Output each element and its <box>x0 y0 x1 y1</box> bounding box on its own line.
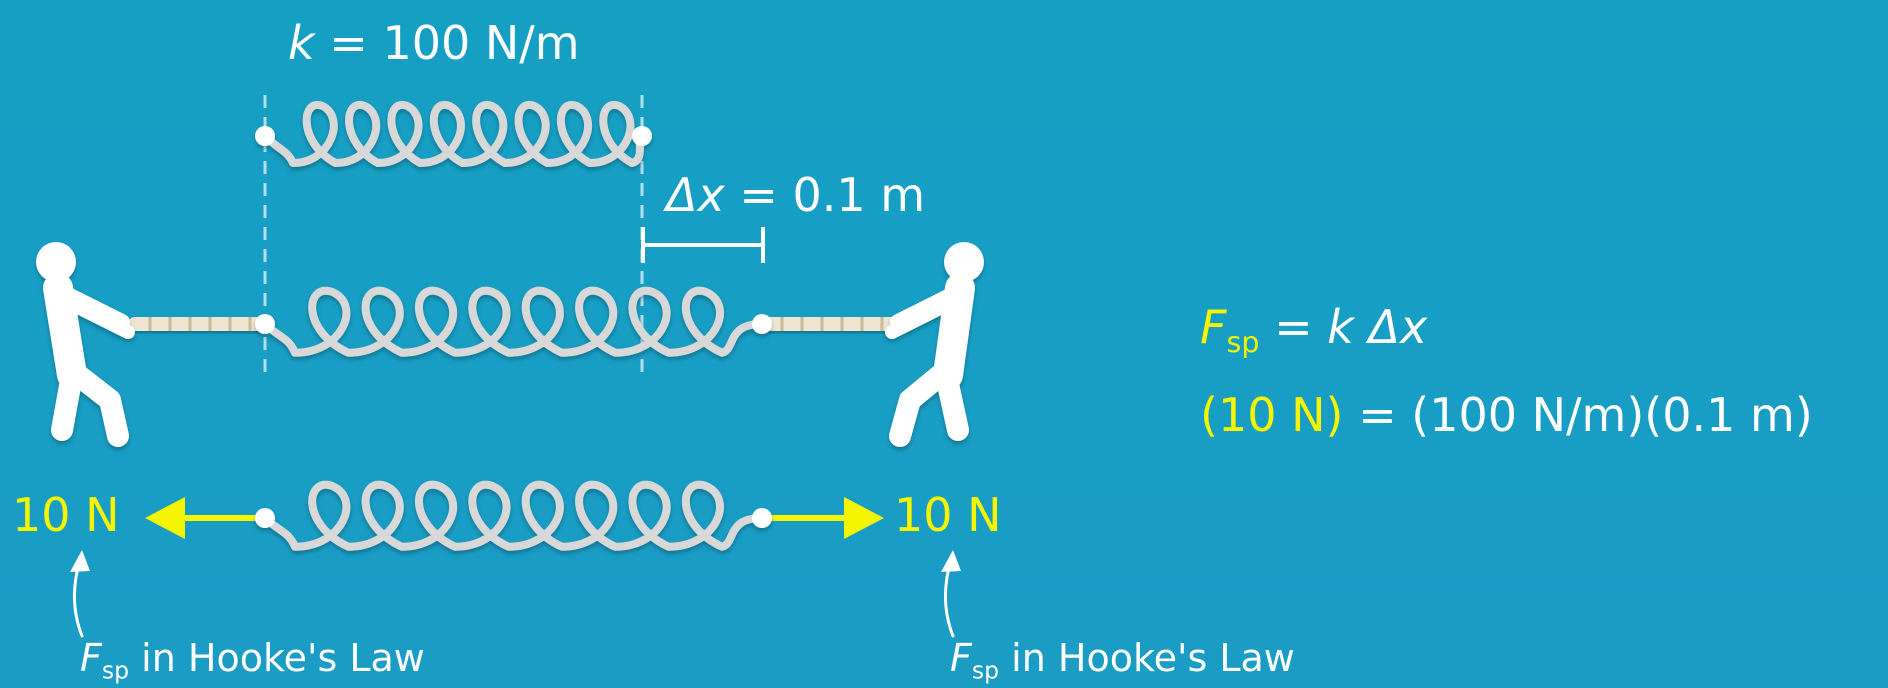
stretch-label: Δx = 0.1 m <box>666 168 925 222</box>
force-subscript: sp <box>1226 326 1260 360</box>
equation-line-1: Fsp = k Δx <box>1200 300 1427 359</box>
spring-constant-label: k = 100 N/m <box>288 16 580 70</box>
force-symbol: F <box>1200 300 1227 354</box>
spring-icon <box>261 100 646 167</box>
equation-product: (100 N/m)(0.1 m) <box>1411 388 1813 442</box>
relaxed-spring <box>255 100 652 167</box>
stretch-measure-bar <box>641 227 765 263</box>
force-diagram <box>70 480 961 638</box>
arrow-right-icon <box>762 497 884 539</box>
caption-text: in Hooke's Law <box>141 636 425 680</box>
force-symbol: F <box>80 636 102 680</box>
force-symbol: F <box>950 636 972 680</box>
spring-icon <box>261 286 766 357</box>
spring-end-dot <box>255 508 275 528</box>
rope-left <box>128 317 265 331</box>
force-subscript: sp <box>101 656 130 685</box>
spring-end-dot <box>632 126 652 146</box>
spring-icon <box>261 480 766 551</box>
equals-sign: = <box>1358 388 1397 442</box>
spring-end-dot <box>255 126 275 146</box>
hooke-caption-right: Fsp in Hooke's Law <box>950 636 1295 685</box>
k-symbol: k <box>288 16 315 70</box>
rope-right <box>762 317 897 331</box>
delta-x-symbol: Δx <box>666 168 725 222</box>
stretch-value: 0.1 m <box>792 168 926 222</box>
equals-sign: = <box>739 168 778 222</box>
person-pulling-left-icon <box>36 242 135 447</box>
hooke-caption-left: Fsp in Hooke's Law <box>80 636 425 685</box>
force-right-label: 10 N <box>894 488 1002 542</box>
equals-sign: = <box>1274 300 1313 354</box>
spring-end-dot <box>752 508 772 528</box>
caption-text: in Hooke's Law <box>1011 636 1295 680</box>
arrow-left-icon <box>145 497 265 539</box>
equation-force-value: (10 N) <box>1200 388 1344 442</box>
spring-end-dot <box>752 314 772 334</box>
force-left-label: 10 N <box>12 488 120 542</box>
spring-end-dot <box>255 314 275 334</box>
caption-pointer-arrows <box>72 558 955 638</box>
equals-sign: = <box>329 16 368 70</box>
spring-constant-value: 100 N/m <box>382 16 580 70</box>
equation-line-2: (10 N) = (100 N/m)(0.1 m) <box>1200 388 1813 442</box>
person-pulling-right-icon <box>885 242 984 447</box>
stretched-spring-scene <box>36 242 984 447</box>
force-subscript: sp <box>971 656 1000 685</box>
equation-rhs: k Δx <box>1327 300 1428 354</box>
